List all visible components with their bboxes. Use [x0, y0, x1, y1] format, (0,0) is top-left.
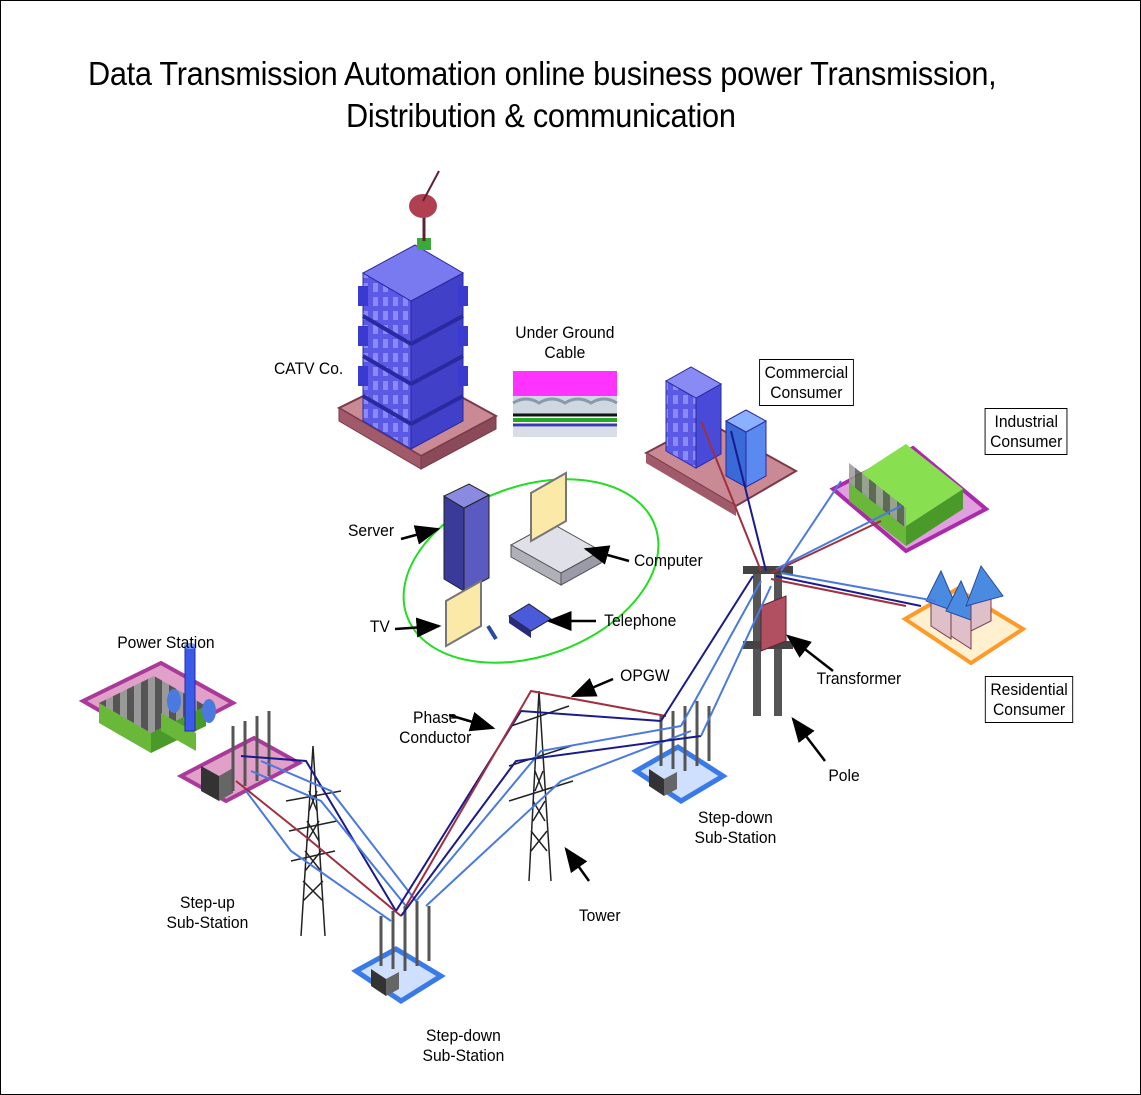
opgw-label: OPGW	[620, 666, 670, 685]
devices-group	[402, 471, 660, 664]
industrial-consumer-label: Industrial Consumer	[984, 408, 1068, 455]
commercial-consumer-label: Commercial Consumer	[759, 359, 854, 406]
tower-label: Tower	[578, 906, 621, 925]
commercial-label-line1: Commercial	[764, 363, 849, 382]
stepdown-right-line2: Sub-Station	[694, 828, 777, 847]
catv-label: CATV Co.	[274, 359, 344, 378]
stepup-line1: Step-up	[180, 893, 235, 912]
stepdown-right-label: Step-down Sub-Station	[695, 808, 777, 848]
telephone-label: Telephone	[604, 611, 677, 630]
transformer-label: Transformer	[816, 669, 902, 688]
stepdown-bottom-line2: Sub-Station	[422, 1046, 505, 1065]
stepup-line2: Sub-Station	[166, 913, 249, 932]
diagram-title-line2: Distribution & communication	[346, 97, 736, 134]
stepdown-bottom-line1: Step-down	[426, 1026, 501, 1045]
server-label: Server	[348, 521, 395, 540]
underground-label-line2: Cable	[544, 343, 586, 362]
diagram-title-line1: Data Transmission Automation online busi…	[88, 55, 997, 92]
power-station-label: Power Station	[117, 633, 215, 652]
industrial-label-line1: Industrial	[994, 412, 1058, 431]
residential-label-line1: Residential	[990, 680, 1068, 699]
tower-middle	[508, 690, 574, 882]
phase-label-line2: Conductor	[399, 728, 472, 747]
phase-label-line1: Phase	[413, 708, 458, 727]
residential-houses	[901, 564, 1027, 666]
residential-consumer-label: Residential Consumer	[984, 676, 1074, 723]
underground-label-line1: Under Ground	[515, 323, 615, 342]
stepdown-bottom-label: Step-down Sub-Station	[423, 1026, 505, 1066]
commercial-building	[643, 366, 799, 516]
pole-label: Pole	[828, 766, 860, 785]
stepup-substation-label: Step-up Sub-Station	[167, 893, 249, 933]
industrial-building	[829, 444, 990, 554]
computer-label: Computer	[633, 551, 703, 570]
label-arrows	[394, 525, 834, 882]
utility-pole	[743, 566, 793, 716]
underground-cable-label: Under Ground Cable	[515, 323, 614, 363]
stepdown-substation-bottom	[351, 901, 446, 1004]
power-station	[78, 643, 238, 753]
stepdown-right-line1: Step-down	[698, 808, 773, 827]
industrial-label-line2: Consumer	[990, 432, 1063, 451]
residential-label-line2: Consumer	[992, 700, 1066, 719]
underground-cable-illustration	[512, 371, 618, 437]
tv-label: TV	[369, 617, 390, 636]
commercial-label-line2: Consumer	[770, 383, 843, 402]
stepup-substation	[176, 711, 304, 804]
catv-building	[336, 170, 499, 470]
phase-conductor-label: Phase Conductor	[399, 708, 471, 748]
power-lines	[235, 420, 937, 922]
